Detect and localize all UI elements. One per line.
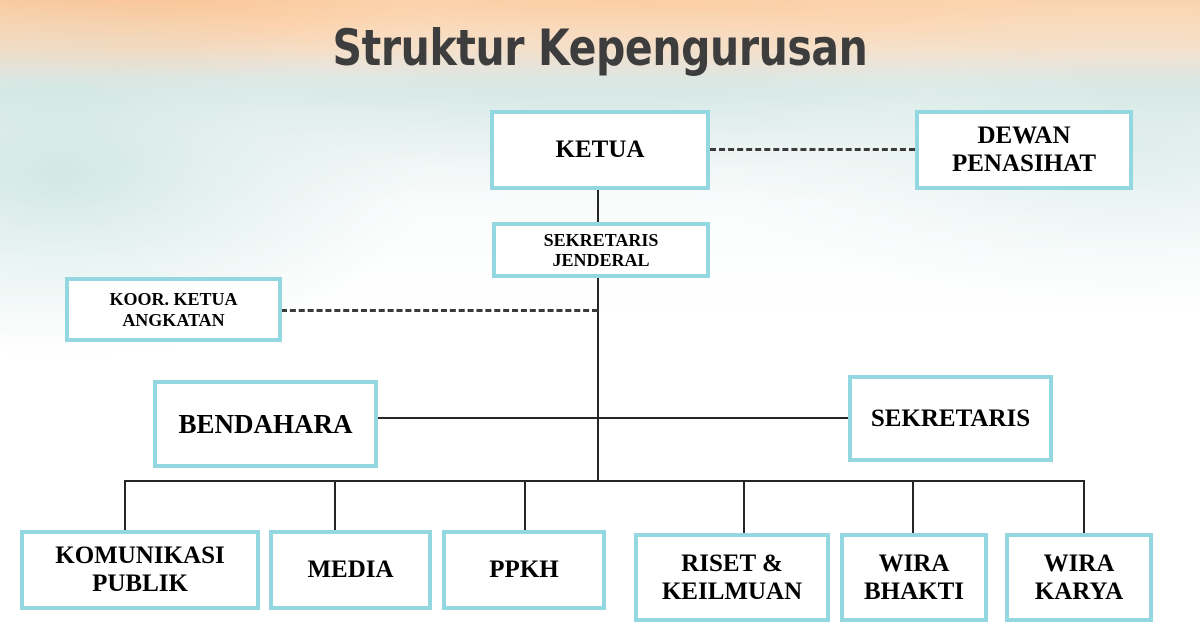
node-ketua-label: KETUA xyxy=(555,136,645,163)
node-media-label: MEDIA xyxy=(307,556,394,583)
connector-central-spine xyxy=(597,277,599,481)
node-riset-keilmuan[interactable]: RISET & KEILMUAN xyxy=(634,533,830,622)
connector-drop-wira-karya xyxy=(1083,480,1085,533)
connector-bendahara-to-sekretaris xyxy=(378,417,848,419)
node-dewan-penasihat-label: DEWAN PENASIHAT xyxy=(951,122,1096,177)
node-sekretaris-label: SEKRETARIS xyxy=(870,404,1031,432)
node-riset-keilmuan-label: RISET & KEILMUAN xyxy=(661,549,803,605)
node-dewan-penasihat[interactable]: DEWAN PENASIHAT xyxy=(915,110,1133,190)
node-ppkh-label: PPKH xyxy=(489,556,559,583)
connector-ketua-to-sekjen xyxy=(597,190,599,223)
connector-drop-komunikasi-publik xyxy=(124,480,126,530)
node-sekretaris-jenderal[interactable]: SEKRETARIS JENDERAL xyxy=(492,222,710,278)
node-koor-ketua-angkatan[interactable]: KOOR. KETUA ANGKATAN xyxy=(65,277,282,342)
node-wira-bhakti[interactable]: WIRA BHAKTI xyxy=(840,533,988,622)
node-komunikasi-publik-label: KOMUNIKASI PUBLIK xyxy=(55,542,225,597)
node-komunikasi-publik[interactable]: KOMUNIKASI PUBLIK xyxy=(20,530,260,610)
connector-drop-riset-keilmuan xyxy=(743,480,745,533)
node-wira-bhakti-label: WIRA BHAKTI xyxy=(863,549,965,605)
node-media[interactable]: MEDIA xyxy=(269,530,432,610)
node-ketua[interactable]: KETUA xyxy=(490,110,710,190)
connector-koor-ketua-angkatan-to-spine xyxy=(281,309,598,312)
connector-drop-wira-bhakti xyxy=(912,480,914,533)
connector-drop-media xyxy=(334,480,336,530)
node-bendahara[interactable]: BENDAHARA xyxy=(153,380,378,468)
node-ppkh[interactable]: PPKH xyxy=(442,530,606,610)
node-bendahara-label: BENDAHARA xyxy=(178,408,353,439)
node-koor-ketua-angkatan-label: KOOR. KETUA ANGKATAN xyxy=(109,289,238,330)
node-wira-karya[interactable]: WIRA KARYA xyxy=(1005,533,1153,622)
connector-bottom-bus xyxy=(124,480,1084,482)
node-wira-karya-label: WIRA KARYA xyxy=(1034,549,1124,605)
connector-drop-ppkh xyxy=(524,480,526,530)
connector-ketua-to-dewan-penasihat xyxy=(710,148,915,151)
node-sekretaris[interactable]: SEKRETARIS xyxy=(848,375,1053,462)
page-title: Struktur Kepengurusan xyxy=(332,19,868,77)
node-sekretaris-jenderal-label: SEKRETARIS JENDERAL xyxy=(543,229,659,270)
